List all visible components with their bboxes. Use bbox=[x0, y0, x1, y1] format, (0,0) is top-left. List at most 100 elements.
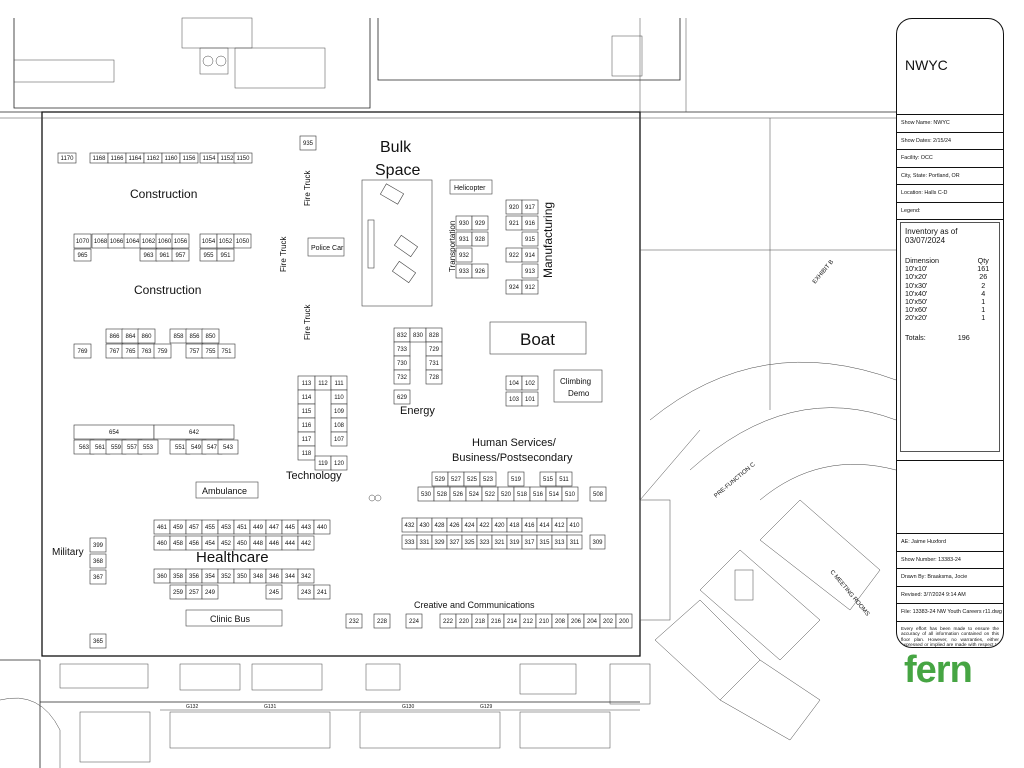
booth-416[interactable]: 416 bbox=[521, 517, 538, 533]
booth-553[interactable]: 553 bbox=[137, 439, 159, 455]
booth-110[interactable]: 110 bbox=[330, 389, 348, 405]
booth-202[interactable]: 202 bbox=[599, 613, 617, 629]
booth-319[interactable]: 319 bbox=[506, 534, 523, 550]
booth-1050[interactable]: 1050 bbox=[233, 233, 252, 249]
booth-524[interactable]: 524 bbox=[465, 486, 483, 502]
booth-457[interactable]: 457 bbox=[185, 519, 203, 535]
booth-228[interactable]: 228 bbox=[373, 613, 391, 629]
booth-830[interactable]: 830 bbox=[409, 327, 427, 343]
booth-311[interactable]: 311 bbox=[566, 534, 583, 550]
booth-515[interactable]: 515 bbox=[539, 471, 557, 487]
booth-511[interactable]: 511 bbox=[555, 471, 573, 487]
booth-432[interactable]: 432 bbox=[401, 517, 418, 533]
booth-1052[interactable]: 1052 bbox=[216, 233, 235, 249]
booth-828[interactable]: 828 bbox=[425, 327, 443, 343]
booth-344[interactable]: 344 bbox=[281, 568, 299, 584]
booth-455[interactable]: 455 bbox=[201, 519, 219, 535]
booth-519[interactable]: 519 bbox=[507, 471, 525, 487]
booth-249[interactable]: 249 bbox=[201, 584, 219, 600]
booth-317[interactable]: 317 bbox=[521, 534, 538, 550]
booth-101[interactable]: 101 bbox=[521, 391, 539, 407]
booth-1164[interactable]: 1164 bbox=[125, 152, 145, 164]
booth-461[interactable]: 461 bbox=[153, 519, 171, 535]
booth-767[interactable]: 767 bbox=[105, 343, 124, 359]
booth-111[interactable]: 111 bbox=[330, 375, 348, 391]
booth-224[interactable]: 224 bbox=[405, 613, 423, 629]
booth-932[interactable]: 932 bbox=[455, 247, 473, 263]
booth-527[interactable]: 527 bbox=[447, 471, 465, 487]
booth-426[interactable]: 426 bbox=[446, 517, 463, 533]
booth-755[interactable]: 755 bbox=[201, 343, 220, 359]
booth-422[interactable]: 422 bbox=[476, 517, 493, 533]
booth-358[interactable]: 358 bbox=[169, 568, 187, 584]
booth-354[interactable]: 354 bbox=[201, 568, 219, 584]
booth-759[interactable]: 759 bbox=[153, 343, 172, 359]
booth-733[interactable]: 733 bbox=[393, 341, 411, 357]
booth-757[interactable]: 757 bbox=[185, 343, 204, 359]
booth-232[interactable]: 232 bbox=[345, 613, 363, 629]
booth-751[interactable]: 751 bbox=[217, 343, 236, 359]
booth-453[interactable]: 453 bbox=[217, 519, 235, 535]
booth-367[interactable]: 367 bbox=[89, 569, 107, 585]
booth-522[interactable]: 522 bbox=[481, 486, 499, 502]
booth-525[interactable]: 525 bbox=[463, 471, 481, 487]
booth-955[interactable]: 955 bbox=[199, 248, 218, 262]
booth-102[interactable]: 102 bbox=[521, 375, 539, 391]
booth-924[interactable]: 924 bbox=[505, 279, 523, 295]
booth-1154[interactable]: 1154 bbox=[199, 152, 219, 164]
booth-1160[interactable]: 1160 bbox=[161, 152, 181, 164]
booth-323[interactable]: 323 bbox=[476, 534, 493, 550]
booth-951[interactable]: 951 bbox=[216, 248, 235, 262]
booth-913[interactable]: 913 bbox=[521, 263, 539, 279]
booth-103[interactable]: 103 bbox=[505, 391, 523, 407]
booth-218[interactable]: 218 bbox=[471, 613, 489, 629]
booth-210[interactable]: 210 bbox=[535, 613, 553, 629]
booth-454[interactable]: 454 bbox=[201, 535, 219, 551]
booth-1152[interactable]: 1152 bbox=[217, 152, 237, 164]
booth-206[interactable]: 206 bbox=[567, 613, 585, 629]
booth-368[interactable]: 368 bbox=[89, 553, 107, 569]
booth-1162[interactable]: 1162 bbox=[143, 152, 163, 164]
booth-523[interactable]: 523 bbox=[479, 471, 497, 487]
booth-450[interactable]: 450 bbox=[233, 535, 251, 551]
booth-216[interactable]: 216 bbox=[487, 613, 505, 629]
booth-365[interactable]: 365 bbox=[89, 633, 107, 649]
booth-866[interactable]: 866 bbox=[105, 328, 124, 344]
booth-547[interactable]: 547 bbox=[201, 439, 223, 455]
booth-732[interactable]: 732 bbox=[393, 369, 411, 385]
booth-1166[interactable]: 1166 bbox=[107, 152, 127, 164]
booth-957[interactable]: 957 bbox=[171, 248, 190, 262]
booth-1156[interactable]: 1156 bbox=[179, 152, 199, 164]
booth-321[interactable]: 321 bbox=[491, 534, 508, 550]
booth-915[interactable]: 915 bbox=[521, 231, 539, 247]
booth-245[interactable]: 245 bbox=[265, 584, 283, 600]
booth-1168[interactable]: 1168 bbox=[89, 152, 109, 164]
booth-914[interactable]: 914 bbox=[521, 247, 539, 263]
booth-420[interactable]: 420 bbox=[491, 517, 508, 533]
booth-115[interactable]: 115 bbox=[297, 403, 316, 419]
booth-333[interactable]: 333 bbox=[401, 534, 418, 550]
booth-113[interactable]: 113 bbox=[297, 375, 316, 391]
booth-348[interactable]: 348 bbox=[249, 568, 267, 584]
booth-518[interactable]: 518 bbox=[513, 486, 531, 502]
booth-543[interactable]: 543 bbox=[217, 439, 239, 455]
booth-1066[interactable]: 1066 bbox=[107, 233, 126, 249]
booth-459[interactable]: 459 bbox=[169, 519, 187, 535]
booth-935[interactable]: 935 bbox=[299, 135, 317, 151]
booth-929[interactable]: 929 bbox=[471, 215, 489, 231]
booth-200[interactable]: 200 bbox=[615, 613, 633, 629]
booth-447[interactable]: 447 bbox=[265, 519, 283, 535]
booth-1150[interactable]: 1150 bbox=[233, 152, 253, 164]
booth-1060[interactable]: 1060 bbox=[155, 233, 174, 249]
booth-448[interactable]: 448 bbox=[249, 535, 267, 551]
booth-119[interactable]: 119 bbox=[314, 455, 332, 471]
booth-516[interactable]: 516 bbox=[529, 486, 547, 502]
booth-730[interactable]: 730 bbox=[393, 355, 411, 371]
booth-1070[interactable]: 1070 bbox=[73, 233, 92, 249]
booth-342[interactable]: 342 bbox=[297, 568, 315, 584]
booth-112[interactable]: 112 bbox=[314, 375, 332, 391]
booth-926[interactable]: 926 bbox=[471, 263, 489, 279]
booth-325[interactable]: 325 bbox=[461, 534, 478, 550]
booth-1068[interactable]: 1068 bbox=[91, 233, 110, 249]
booth-528[interactable]: 528 bbox=[433, 486, 451, 502]
